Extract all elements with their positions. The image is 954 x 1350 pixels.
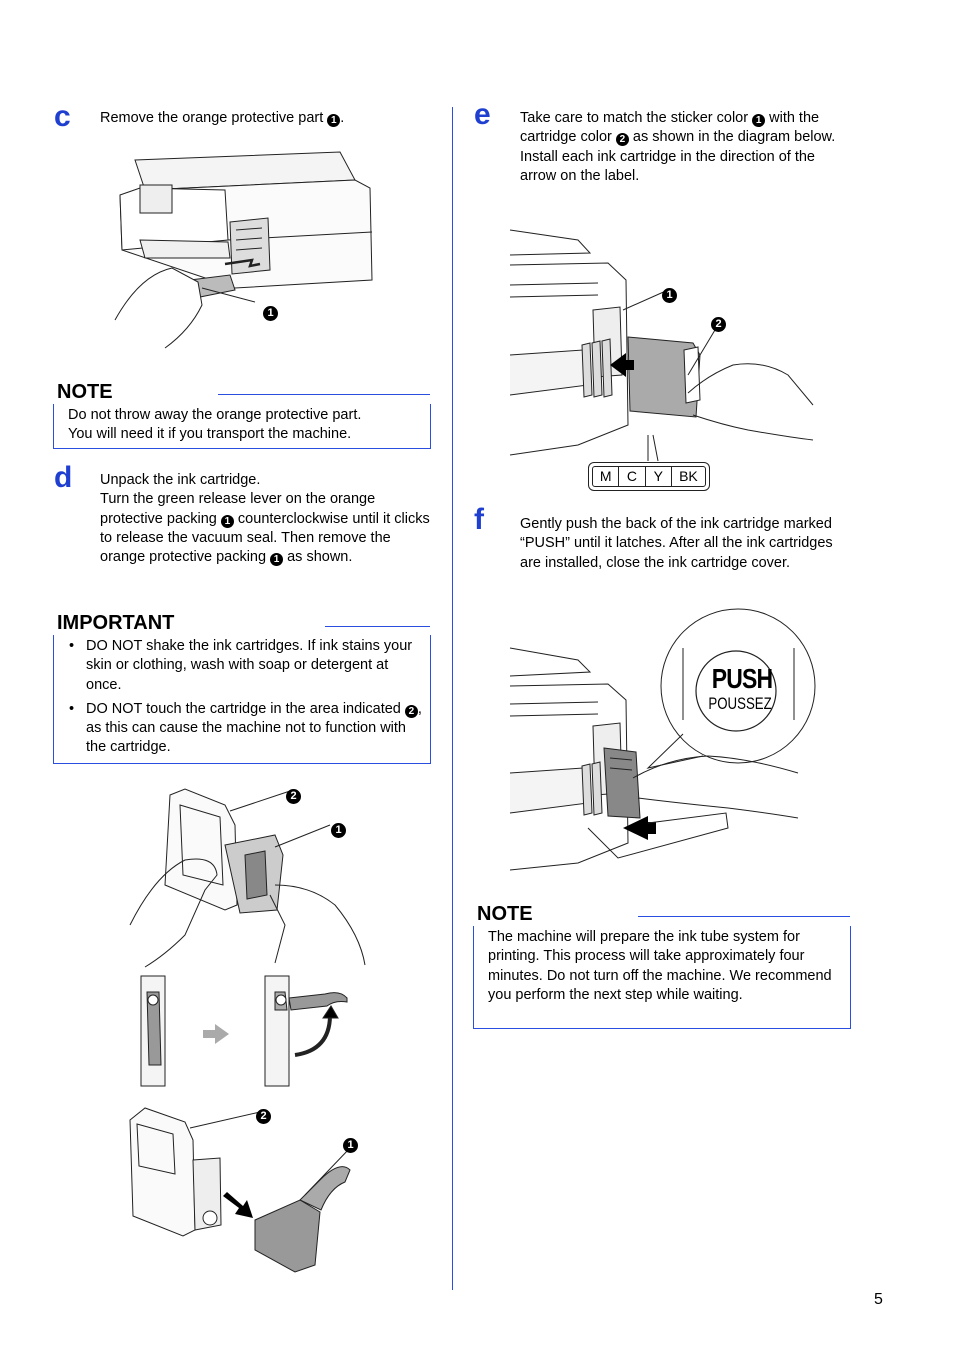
note2-title: NOTE [477,903,533,925]
note2-box [473,926,851,1029]
step-e-text: Take care to match the sticker color 1 w… [520,109,855,186]
color-sticker-cells: M C Y BK [592,466,706,487]
note-box-topline [218,394,430,395]
figure-d1-callout-1: 1 [331,819,346,838]
figure-e-callout-2: 2 [711,313,726,332]
sticker-m: M [593,467,620,486]
note-box [53,404,431,449]
step-d-text: Unpack the ink cartridge. Turn the green… [100,471,430,567]
important-box-topline [325,626,430,627]
step-e-para-1: Take care to match the sticker color 1 w… [520,110,836,147]
important-text: DO NOT shake the ink cartridges. If ink … [67,637,422,763]
push-label-main: PUSH [711,663,773,694]
insert-cartridge-illustration [509,229,814,462]
figure-c-callout: 1 [263,302,278,321]
figure-d3-callout-1: 1 [343,1134,358,1153]
push-label-sub: POUSSEZ [708,694,772,713]
callout-1: 1 [752,114,766,127]
color-sticker: M C Y BK [588,462,710,491]
lever-rotation-illustration [140,975,348,1087]
step-letter-f: f [474,503,484,536]
sticker-c: C [619,467,646,486]
cartridge-in-hands-illustration [129,788,366,968]
push-cartridge-illustration [509,608,816,871]
important-item-1: DO NOT shake the ink cartridges. If ink … [67,637,422,695]
remove-packing-illustration [129,1107,351,1273]
step-e-para-2: Install each ink cartridge in the direct… [520,148,815,184]
step-c-text-a: Remove the orange protective part [100,110,328,126]
step-c-text: Remove the orange protective part 1. [100,109,430,128]
sticker-y: Y [646,467,672,486]
step-c-text-b: . [340,110,345,126]
callout-2: 2 [404,704,418,718]
step-d-para-2: Turn the green release lever on the oran… [100,491,430,567]
printer-illustration [114,151,373,349]
step-f-text: Gently push the back of the ink cartridg… [520,516,833,571]
page-number: 5 [874,1291,883,1308]
figure-d1-callout-2: 2 [286,785,301,804]
callout-1: 1 [270,553,284,567]
important-box [53,635,431,764]
important-title: IMPORTANT [57,612,175,634]
callout-1: 1 [220,514,234,528]
note2-text: The machine will prepare the ink tube sy… [488,929,832,1003]
column-divider [452,107,453,1290]
step-letter-d: d [54,461,73,494]
figure-e-callout-1: 1 [662,284,677,303]
callout-2: 2 [615,133,629,147]
callout-1: 1 [327,114,341,127]
note2-box-topline [638,916,850,917]
step-d-line-1: Unpack the ink cartridge. [100,472,261,488]
note-title: NOTE [57,381,113,403]
note-line-2: You will need it if you transport the ma… [68,426,352,443]
note-text: Do not throw away the orange protective … [68,406,428,445]
figure-d3-callout-2: 2 [256,1105,271,1124]
step-letter-c: c [54,100,71,133]
step-letter-e: e [474,98,491,131]
important-item-2: DO NOT touch the cartridge in the area i… [67,700,422,758]
note-line-1: Do not throw away the orange protective … [68,407,362,423]
sticker-bk: BK [679,468,698,484]
